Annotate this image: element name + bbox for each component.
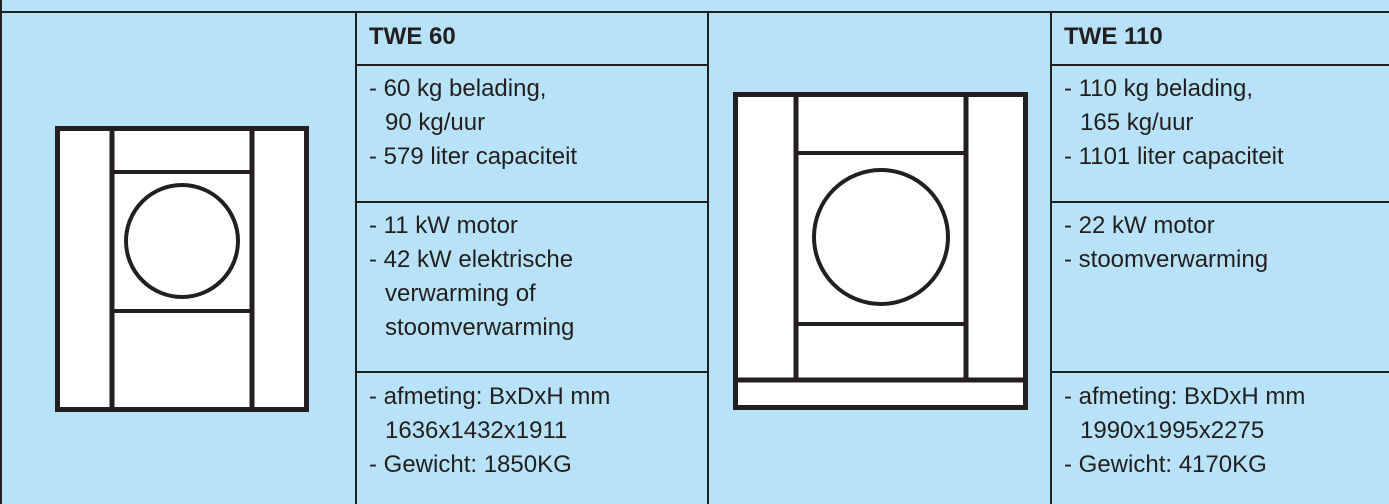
spec-line: 90 kg/uur xyxy=(385,109,486,136)
spec-line: - 579 liter capaciteit xyxy=(369,143,578,170)
row-divider xyxy=(1050,201,1389,203)
column-divider xyxy=(707,11,709,504)
spec-line: - afmeting: BxDxH mm xyxy=(369,383,611,410)
power-cell: - 11 kW motor - 42 kW elektrische verwar… xyxy=(357,209,707,345)
model-title-cell: TWE 60 xyxy=(357,20,707,54)
column-divider xyxy=(1050,11,1052,504)
table-top-border xyxy=(0,11,1389,13)
spec-line: - 11 kW motor xyxy=(369,212,518,239)
spec-line: 165 kg/uur xyxy=(1080,109,1194,136)
spec-line: - 60 kg belading, xyxy=(369,75,547,102)
spec-line: 1990x1995x2275 xyxy=(1080,417,1265,444)
spec-line: - 22 kW motor xyxy=(1064,212,1215,239)
spec-line: - afmeting: BxDxH mm xyxy=(1064,383,1306,410)
spec-line: 1636x1432x1911 xyxy=(385,417,568,444)
row-divider xyxy=(355,64,709,66)
power-cell: - 22 kW motor - stoomverwarming xyxy=(1052,209,1389,277)
dryer-front-icon xyxy=(55,126,309,412)
spec-line: - 110 kg belading, xyxy=(1064,75,1254,102)
dimension-cell: - afmeting: BxDxH mm 1636x1432x1911 - Ge… xyxy=(357,380,707,482)
spec-line: - 1101 liter capaciteit xyxy=(1064,143,1284,170)
spec-line: - 42 kW elektrische xyxy=(369,246,574,273)
model-name: TWE 110 xyxy=(1064,23,1163,50)
left-border xyxy=(0,0,2,504)
row-divider xyxy=(1050,371,1389,373)
capacity-cell: - 60 kg belading, 90 kg/uur - 579 liter … xyxy=(357,72,707,174)
capacity-cell: - 110 kg belading, 165 kg/uur - 1101 lit… xyxy=(1052,72,1389,174)
column-divider xyxy=(355,11,357,504)
row-divider xyxy=(355,201,709,203)
row-divider xyxy=(355,371,709,373)
model-title-cell: TWE 110 xyxy=(1052,20,1389,54)
model-name: TWE 60 xyxy=(369,23,456,50)
dimension-cell: - afmeting: BxDxH mm 1990x1995x2275 - Ge… xyxy=(1052,380,1389,482)
spec-line: stoomverwarming xyxy=(385,314,575,341)
spec-line: - Gewicht: 4170KG xyxy=(1064,451,1267,478)
spec-line: verwarming of xyxy=(385,280,536,307)
dryer-front-with-base-icon xyxy=(733,92,1028,410)
spec-line: - stoomverwarming xyxy=(1064,246,1269,273)
spec-line: - Gewicht: 1850KG xyxy=(369,451,572,478)
row-divider xyxy=(1050,64,1389,66)
